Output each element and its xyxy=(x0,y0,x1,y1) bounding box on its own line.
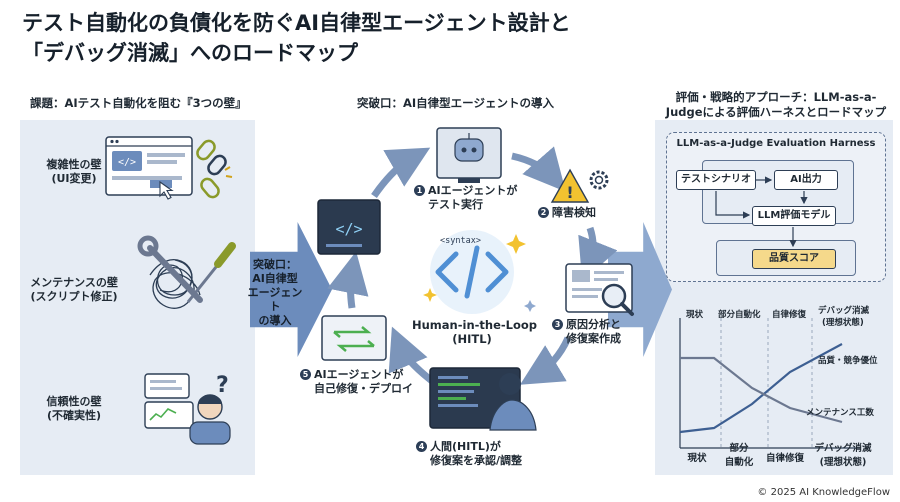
stage-top-3: 自律修復 xyxy=(772,310,807,320)
screwdriver-icon xyxy=(186,242,236,303)
series-rising-label: 品質・競争優位 xyxy=(818,356,878,366)
right-heading-line2: Judgeによる評価ハーネスとロードマップ xyxy=(665,105,887,119)
wrench-icon xyxy=(137,235,203,303)
step-1-line1: AIエージェントが xyxy=(428,184,518,197)
step-3-line1: 原因分析と xyxy=(566,318,621,331)
thinking-person-icon: ? xyxy=(189,373,231,445)
title-line1: テスト自動化の負債化を防ぐAI自律型エージェント設計と xyxy=(22,11,571,35)
gear-icon xyxy=(589,170,609,190)
step-4-line1: 人間(HITL)が xyxy=(430,440,501,453)
hub-title: Human-in-the-Loop (HITL) xyxy=(412,318,538,346)
step-1-line2: テスト実行 xyxy=(428,198,483,211)
title-line2: 「デバッグ消滅」へのロードマップ xyxy=(22,41,358,65)
svg-text:</>: </> xyxy=(118,157,136,168)
stage-top-4: デバッグ消滅 xyxy=(818,306,870,316)
llm-model-box: LLM評価モデル xyxy=(752,206,836,226)
scenario-box: テストシナリオ xyxy=(676,170,756,190)
hub-title-line1: Human-in-the-Loop xyxy=(412,318,538,332)
wall-1-line1: 複雑性の壁 xyxy=(46,158,102,171)
quality-advantage-line xyxy=(679,343,843,434)
step-5-line2: 自己修復・デプロイ xyxy=(314,382,413,395)
step-4-number: 4 xyxy=(416,441,427,452)
step-1-number: 1 xyxy=(414,185,425,196)
svg-text:</>: </> xyxy=(335,220,362,238)
center-heading: 突破口：AI自律型エージェントの導入 xyxy=(357,96,554,110)
step-4-line2: 修復案を承認/調整 xyxy=(430,454,523,467)
sync-screen-icon xyxy=(321,315,387,361)
chat-bubble-icon xyxy=(144,373,194,429)
hub-tag: <syntax> xyxy=(440,236,481,246)
stage-bottom-1: 現状 xyxy=(684,452,710,466)
stage-bottom-2: 部分 自動化 xyxy=(722,442,756,470)
stage-top-2: 部分自動化 xyxy=(718,310,761,320)
wall-2-line1: メンテナンスの壁 xyxy=(30,276,118,289)
stage-bottom-1-line1: 現状 xyxy=(687,453,707,464)
page-title: テスト自動化の負債化を防ぐAI自律型エージェント設計と 「デバッグ消滅」へのロー… xyxy=(22,8,571,68)
wall-3-line2: (不確実性) xyxy=(46,409,102,422)
step-3-line2: 修復案作成 xyxy=(566,332,621,345)
hub-title-line2: (HITL) xyxy=(452,332,492,346)
cycle-arrows xyxy=(327,146,618,385)
ai-output-box: AI出力 xyxy=(774,170,838,190)
stage-bottom-4: デバッグ消滅 (理想状態) xyxy=(812,442,874,470)
stage-bottom-3-line1: 自律修復 xyxy=(765,453,804,464)
copyright-footer: © 2025 AI KnowledgeFlow xyxy=(757,487,890,498)
step-2-number: 2 xyxy=(538,207,549,218)
stage-bottom-4-line2: (理想状態) xyxy=(819,457,867,468)
stage-bottom-2-line2: 自動化 xyxy=(724,457,754,468)
hitl-hub-icon xyxy=(423,230,536,314)
wall-3-line1: 信頼性の壁 xyxy=(46,395,102,408)
magnifier-icon xyxy=(601,283,634,316)
robot-monitor-icon xyxy=(436,127,502,183)
code-monitor-icon: </> xyxy=(317,199,381,255)
series-falling-label: メンテナンス工数 xyxy=(806,408,874,418)
stage-bottom-2-line1: 部分 xyxy=(729,443,749,454)
wall-reliability-label: 信頼性の壁 (不確実性) xyxy=(28,395,120,423)
browser-window-icon: </> xyxy=(105,136,193,200)
wall-maintenance-label: メンテナンスの壁 (スクリプト修正) xyxy=(24,276,124,304)
stage-bottom-3: 自律修復 xyxy=(762,452,808,466)
roadmap-gridlines xyxy=(720,318,813,448)
step-5-number: 5 xyxy=(300,369,311,380)
left-heading: 課題：AIテスト自動化を阻む『3つの壁』 xyxy=(30,96,247,110)
step-2-line1: 障害検知 xyxy=(552,206,596,219)
maintenance-effort-line xyxy=(680,356,843,424)
wall-complexity-label: 複雑性の壁 (UI変更) xyxy=(28,158,120,186)
harness-title: LLM-as-a-Judge Evaluation Harness xyxy=(676,138,876,149)
human-reviewer-icon xyxy=(429,367,537,431)
stage-top-5: (理想状態) xyxy=(822,318,864,328)
transition-line2: AI自律型 xyxy=(252,272,298,285)
broken-chain-icon xyxy=(196,139,233,199)
svg-text:!: ! xyxy=(566,183,573,202)
stage-top-1: 現状 xyxy=(686,310,704,320)
transition-label: 突破口： AI自律型 エージェント の導入 xyxy=(244,258,306,328)
stage-bottom-4-line1: デバッグ消滅 xyxy=(814,443,872,454)
right-heading: 評価・戦略的アプローチ：LLM-as-a- Judgeによる評価ハーネスとロード… xyxy=(662,90,890,120)
wall-1-line2: (UI変更) xyxy=(51,172,97,185)
transition-line4: の導入 xyxy=(258,314,292,327)
step-3-number: 3 xyxy=(552,319,563,330)
warning-icon: ! xyxy=(550,168,590,203)
svg-text:?: ? xyxy=(216,373,229,398)
transition-line3: エージェント xyxy=(247,286,303,313)
wall-2-line2: (スクリプト修正) xyxy=(30,290,118,303)
quality-score-box: 品質スコア xyxy=(752,249,836,269)
right-heading-line1: 評価・戦略的アプローチ：LLM-as-a- xyxy=(675,90,877,104)
transition-line1: 突破口： xyxy=(253,258,297,271)
step-5-line1: AIエージェントが xyxy=(314,368,404,381)
